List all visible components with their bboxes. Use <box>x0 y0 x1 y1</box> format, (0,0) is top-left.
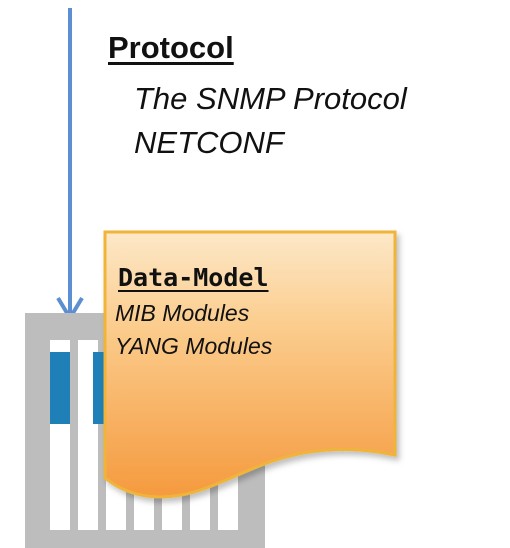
data-model-section: Data-Model MIB Modules YANG Modules <box>115 262 272 361</box>
device-indicator <box>50 352 70 424</box>
data-model-item-mib: MIB Modules <box>115 300 250 326</box>
protocol-title: Protocol <box>108 30 234 65</box>
document-icon <box>103 230 397 499</box>
down-arrow-icon <box>56 8 84 322</box>
protocol-section: Protocol The SNMP Protocol NETCONF <box>108 30 407 162</box>
protocol-item-netconf: NETCONF <box>134 125 284 160</box>
protocol-item-snmp: The SNMP Protocol <box>134 81 407 116</box>
data-model-item-yang: YANG Modules <box>115 333 273 359</box>
data-model-title: Data-Model <box>118 263 269 292</box>
